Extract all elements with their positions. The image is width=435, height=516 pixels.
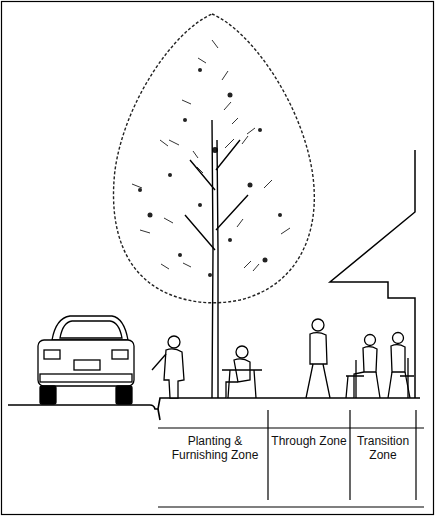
seated-person-figure xyxy=(222,346,262,398)
cafe-people-figures xyxy=(346,333,414,399)
building-outline xyxy=(330,150,415,398)
person-figure xyxy=(152,336,184,398)
zone-label: Transition Zone xyxy=(352,434,414,462)
zone-label: Planting & Furnishing Zone xyxy=(164,434,266,462)
zone-label: Through Zone xyxy=(270,434,348,448)
tree-drawing xyxy=(114,14,315,398)
ground-line xyxy=(8,398,420,420)
car-drawing xyxy=(38,316,134,404)
zone-table-lines xyxy=(158,410,424,507)
walking-person-figure xyxy=(306,319,330,398)
